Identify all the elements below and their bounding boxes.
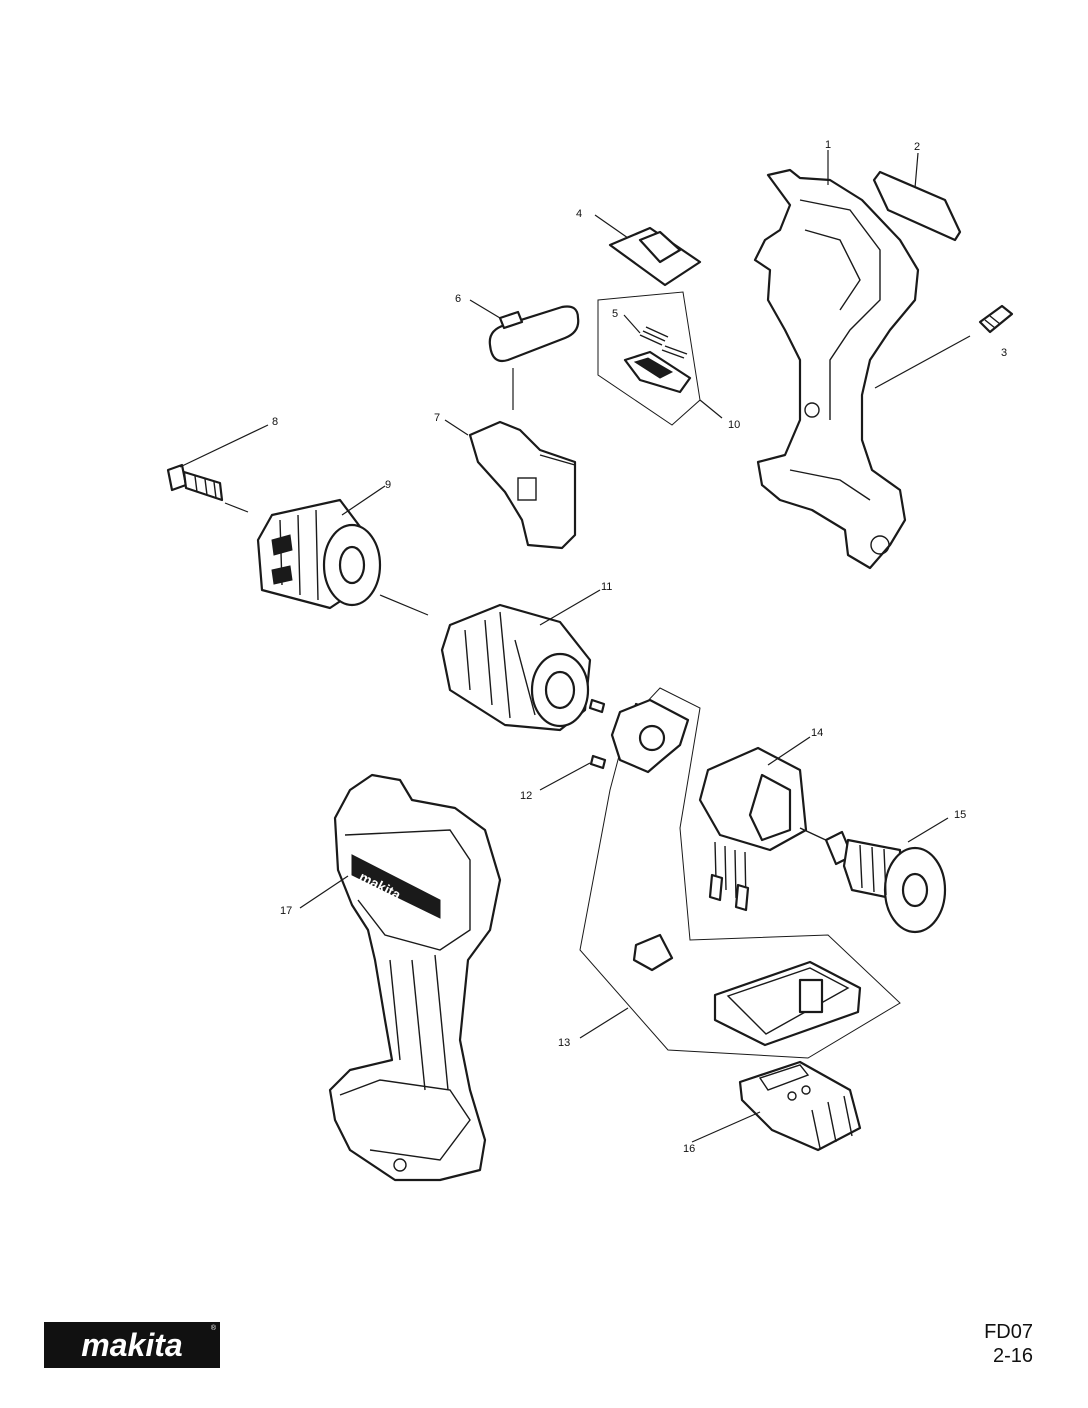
- leader-lines: [179, 150, 971, 1143]
- part-16-heatsink: [738, 1060, 862, 1152]
- callout-4: 4: [576, 208, 582, 220]
- makita-logo: makita ®: [44, 1322, 220, 1368]
- part-2-label: [872, 170, 962, 242]
- part-14-stator: [698, 746, 808, 912]
- callout-2: 2: [914, 141, 920, 153]
- callout-5: 5: [612, 308, 618, 320]
- part-9-chuck: [256, 498, 382, 610]
- registered-mark: ®: [211, 1324, 217, 1332]
- part-13-controller-group: [579, 687, 901, 1059]
- part-10-switch-group: [597, 291, 701, 426]
- part-15-rotor: [799, 827, 947, 934]
- callout-9: 9: [385, 479, 391, 491]
- callout-11: 11: [601, 581, 612, 593]
- callout-14: 14: [811, 727, 823, 739]
- logo-wordmark: makita: [81, 1327, 182, 1363]
- callout-16: 16: [683, 1143, 695, 1155]
- part-17-motor-housing: makita: [328, 773, 502, 1182]
- part-3-screw: [978, 304, 1014, 334]
- callout-8: 8: [272, 416, 278, 428]
- callout-labels: 1 2 3 4 5 6 7 8 9 10 11 12 13 14 15 16 1…: [272, 139, 1007, 1155]
- callout-15: 15: [954, 809, 966, 821]
- part-8-bolt: [166, 463, 224, 502]
- callout-12: 12: [520, 790, 532, 802]
- part-4-switch-lever: [608, 226, 702, 287]
- callout-3: 3: [1001, 347, 1007, 359]
- callout-6: 6: [455, 293, 461, 305]
- model-number: FD07: [984, 1321, 1033, 1343]
- part-5-springs: [639, 326, 688, 359]
- callout-1: 1: [825, 139, 831, 151]
- part-6-knob: [488, 305, 580, 363]
- revision-date: 2-16: [992, 1345, 1033, 1367]
- callout-7: 7: [434, 412, 440, 424]
- callout-10: 10: [728, 419, 740, 431]
- part-1-housing-half: [753, 168, 920, 570]
- part-7-trigger-switch: [468, 420, 577, 550]
- part-11-gear-assembly: [440, 603, 592, 732]
- callout-17: 17: [280, 905, 292, 917]
- callout-13: 13: [558, 1037, 570, 1049]
- model-info: FD07 2-16: [984, 1320, 1033, 1368]
